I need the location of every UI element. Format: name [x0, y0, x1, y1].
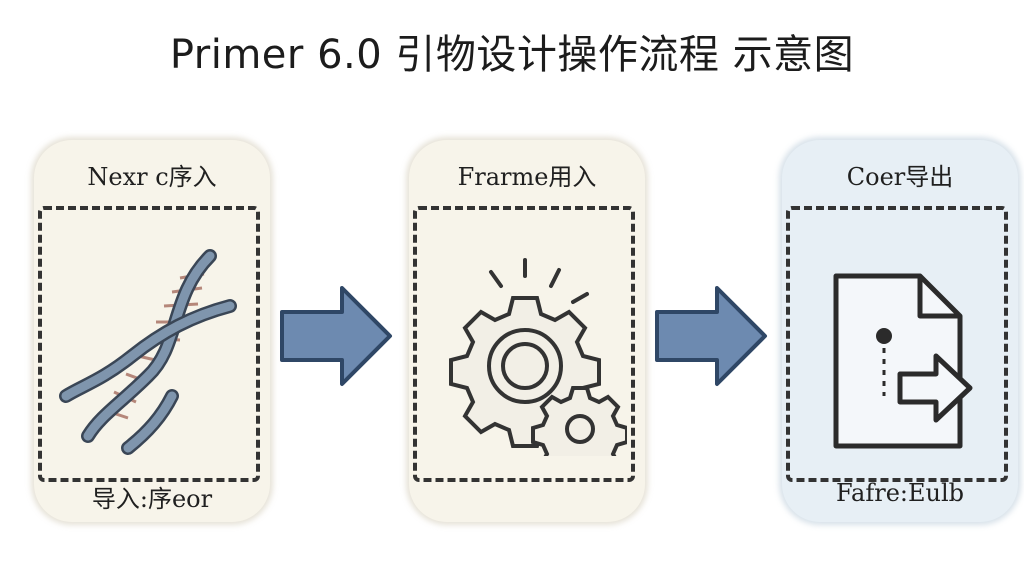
diagram-title: Primer 6.0 引物设计操作流程 示意图 — [169, 32, 855, 78]
step-footer: Fafre:Eulb — [836, 479, 964, 507]
dashed-frame — [38, 206, 260, 482]
dashed-frame — [413, 206, 635, 482]
flow-arrow-icon — [280, 286, 392, 386]
file-export-icon — [833, 273, 973, 449]
step-card-import: Nexr c序入 导入:序eor — [34, 140, 270, 522]
step-footer: 导入:序eor — [91, 485, 213, 513]
dashed-frame — [786, 206, 1008, 482]
step-header: Coer导出 — [846, 163, 954, 191]
step-card-process: Frarme用入 — [409, 140, 645, 522]
gears-icon — [449, 258, 627, 456]
step-header: Frarme用入 — [457, 163, 597, 191]
flow-arrow-icon — [655, 286, 767, 386]
step-header: Nexr c序入 — [87, 163, 217, 191]
step-card-export: Coer导出 Fafre:Eulb — [782, 140, 1018, 522]
dna-icon — [59, 249, 237, 455]
